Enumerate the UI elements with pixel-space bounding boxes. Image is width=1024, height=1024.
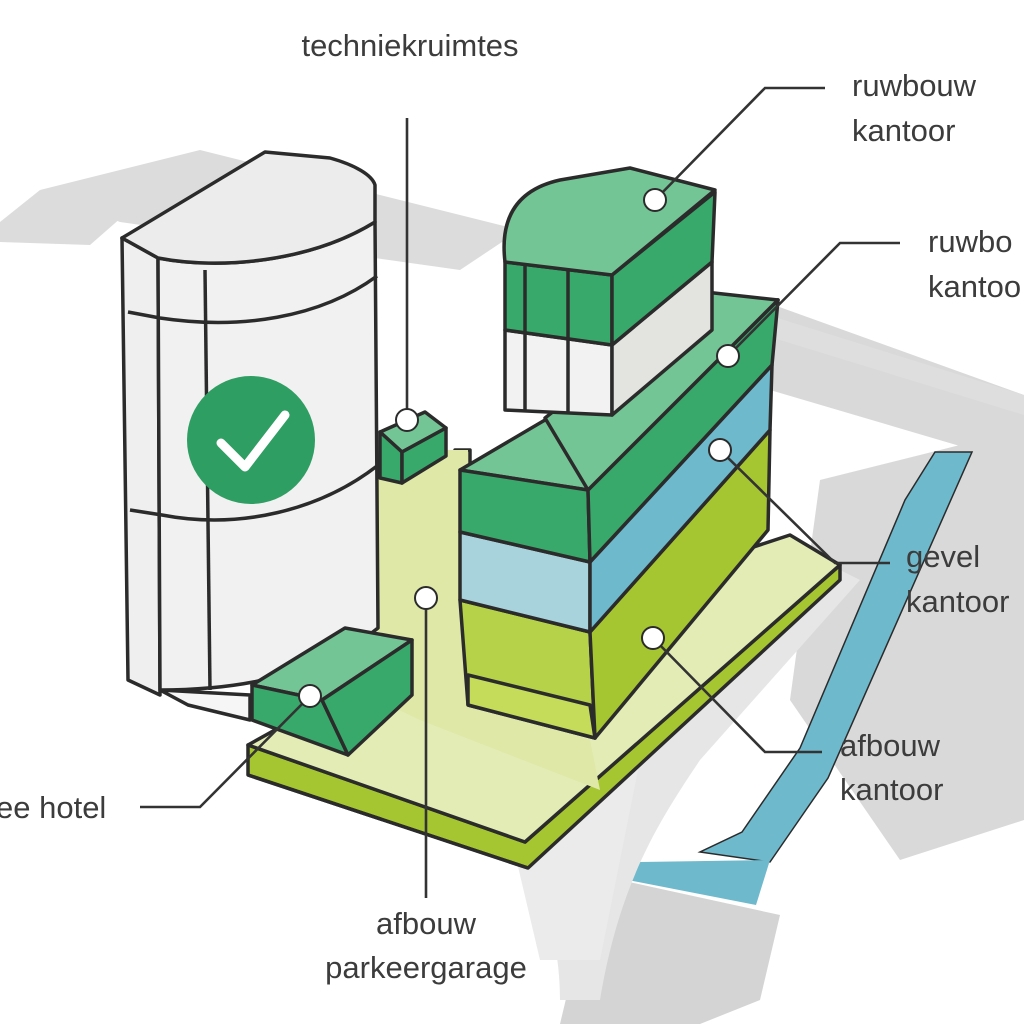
leader-ruwbouw-kantoor-1 bbox=[654, 86, 825, 201]
marker-dots bbox=[298, 188, 740, 708]
hotel-block-side bbox=[320, 638, 414, 757]
label-afbouw-kantoor-line1: afbouw bbox=[840, 728, 941, 763]
marker-dot-gevel-kantoor bbox=[708, 438, 732, 462]
leader-ruwbouw-kantoor-2 bbox=[727, 241, 900, 357]
marker-dot-hotel bbox=[298, 684, 322, 708]
tower-left-strip bbox=[120, 236, 162, 697]
garage-front-edge bbox=[247, 773, 529, 870]
hotel-tower bbox=[120, 150, 380, 722]
tower-roof bbox=[120, 150, 377, 265]
leader-hotel bbox=[140, 695, 311, 809]
label-techniekruimtes: techniekruimtes bbox=[301, 28, 518, 63]
water-canal bbox=[697, 451, 974, 863]
label-gevel-kantoor-line1: gevel bbox=[906, 539, 980, 574]
road-right-upper bbox=[760, 300, 1024, 465]
tech-box-side bbox=[400, 426, 448, 485]
label-hotel: ee hotel bbox=[0, 790, 106, 825]
leader-afbouw-kantoor bbox=[652, 637, 822, 754]
tower-floor-line-2 bbox=[129, 464, 379, 522]
marker-dot-techniekruimtes bbox=[395, 408, 419, 432]
check-circle-icon bbox=[187, 376, 315, 504]
text-labels: techniekruimtes ruwbouw kantoor ruwbo ka… bbox=[0, 28, 1021, 985]
surroundings bbox=[0, 150, 1024, 1024]
label-ruwbouw-kantoor-2-line1: ruwbo bbox=[928, 224, 1012, 259]
label-ruwbouw-kantoor-1-line1: ruwbouw bbox=[852, 68, 977, 103]
marker-dot-afbouw-parkeergarage bbox=[414, 586, 438, 610]
label-gevel-kantoor-line2: kantoor bbox=[906, 584, 1009, 619]
label-ruwbouw-kantoor-2-line2: kantoo bbox=[928, 269, 1021, 304]
label-afbouw-kantoor-line2: kantoor bbox=[840, 772, 943, 807]
tower-floor-line-1 bbox=[127, 274, 379, 325]
garage-inner-floor bbox=[375, 450, 600, 790]
leader-lines bbox=[140, 86, 900, 898]
hotel-entrance-block bbox=[250, 626, 414, 757]
label-afbouw-parkeergarage-line2: parkeergarage bbox=[325, 950, 527, 985]
road-right-lower bbox=[790, 440, 1024, 860]
check-mark bbox=[216, 410, 290, 472]
water-canal-lower bbox=[628, 860, 770, 905]
label-afbouw-parkeergarage-line1: afbouw bbox=[376, 906, 477, 941]
marker-dot-ruwbouw-kantoor-1 bbox=[643, 188, 667, 212]
marker-dot-ruwbouw-kantoor-2 bbox=[716, 344, 740, 368]
label-ruwbouw-kantoor-1-line2: kantoor bbox=[852, 113, 955, 148]
leader-gevel-kantoor bbox=[719, 449, 890, 565]
marker-dot-afbouw-kantoor bbox=[641, 626, 665, 650]
